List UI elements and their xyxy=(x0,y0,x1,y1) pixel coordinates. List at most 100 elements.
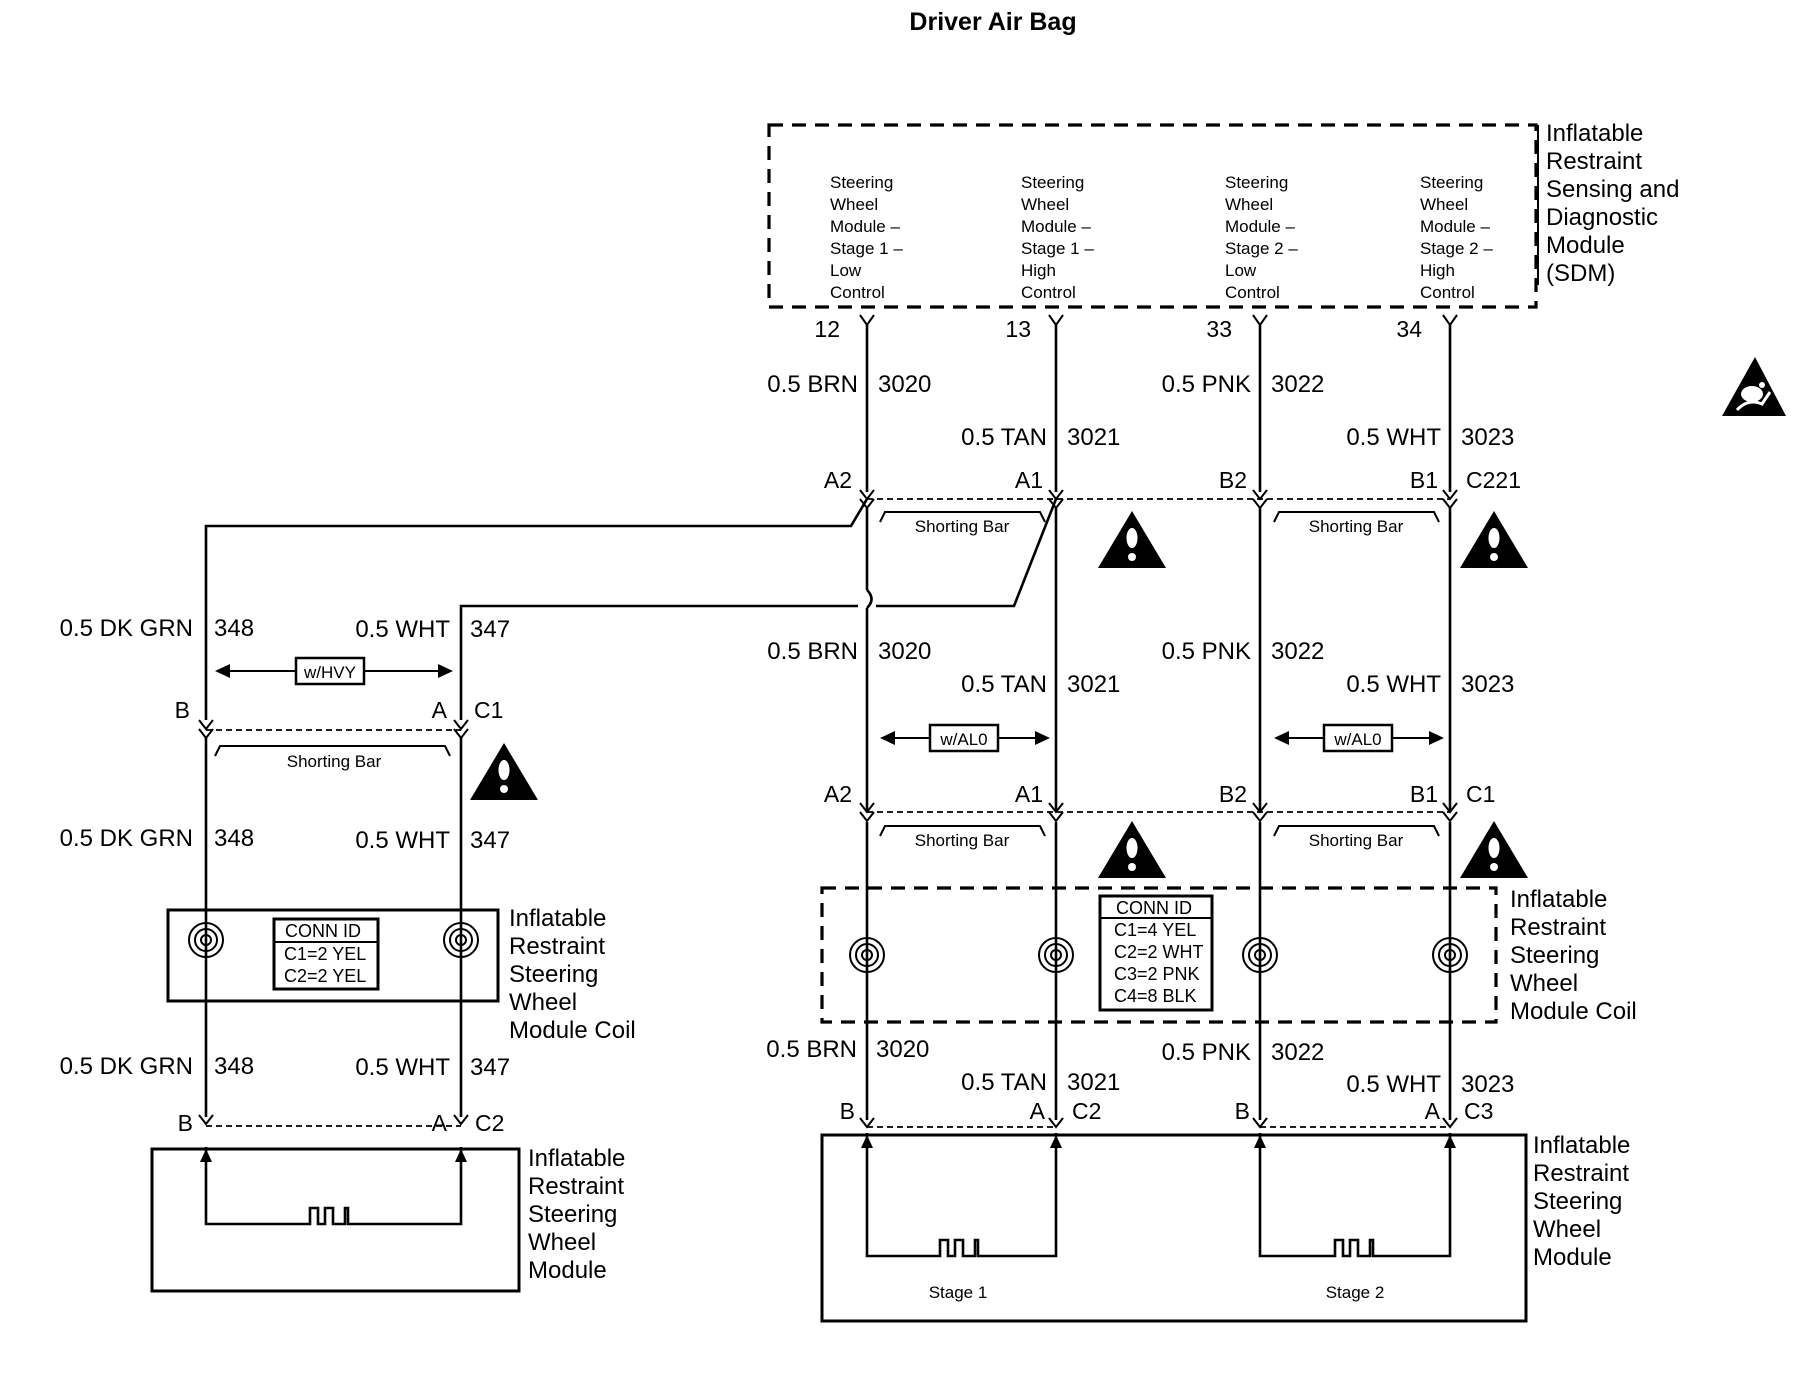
sdm-circuit-4: Steering Wheel Module – Stage 2 – High C… xyxy=(1420,173,1493,302)
left-c2-pin-a: A xyxy=(432,1110,448,1136)
wire-number-label: 347 xyxy=(470,1054,510,1081)
svg-text:Wheel: Wheel xyxy=(830,195,878,214)
svg-text:C4=8 BLK: C4=8 BLK xyxy=(1114,986,1197,1006)
wire-color-label: 0.5 WHT xyxy=(1346,424,1441,451)
caution-triangle-icon xyxy=(1460,511,1528,568)
svg-text:C2=2 WHT: C2=2 WHT xyxy=(1114,942,1204,962)
wire-color-label: 0.5 BRN xyxy=(767,638,858,665)
svg-text:Module –: Module – xyxy=(1225,217,1295,236)
svg-text:CONN ID: CONN ID xyxy=(1116,898,1192,918)
svg-text:Stage 1: Stage 1 xyxy=(929,1283,988,1302)
svg-text:Stage 1 –: Stage 1 – xyxy=(830,239,903,258)
svg-text:Stage 2 –: Stage 2 – xyxy=(1420,239,1493,258)
wire-number-label: 3022 xyxy=(1271,371,1324,398)
option-al0-stage1: w/AL0 xyxy=(880,723,1050,753)
svg-text:Wheel: Wheel xyxy=(1225,195,1273,214)
left-c1-pin-b: B xyxy=(175,697,190,723)
svg-text:CONN ID: CONN ID xyxy=(285,921,361,941)
stage-1-deployment-loop: Stage 1 xyxy=(861,1133,1062,1302)
svg-text:Module –: Module – xyxy=(1420,217,1490,236)
wire-color-label: 0.5 DK GRN xyxy=(60,615,193,642)
svg-text:Shorting Bar: Shorting Bar xyxy=(1309,831,1404,850)
right-coil-conn-id: CONN ID C1=4 YEL C2=2 WHT C3=2 PNK C4=8 … xyxy=(1098,894,1214,1012)
svg-text:Wheel: Wheel xyxy=(509,989,577,1016)
coil-clockspring-icon xyxy=(1242,937,1278,973)
wire-number-label: 348 xyxy=(214,825,254,852)
caution-triangle-icon xyxy=(470,743,538,800)
c221-connector-name: C221 xyxy=(1466,467,1521,493)
svg-text:Control: Control xyxy=(830,283,885,302)
right-coil-box xyxy=(820,886,1498,1024)
svg-text:Shorting Bar: Shorting Bar xyxy=(915,831,1010,850)
wire-347-route xyxy=(459,604,858,720)
diagram-title: Driver Air Bag xyxy=(909,8,1076,36)
wire-color-label: 0.5 DK GRN xyxy=(60,825,193,852)
left-coil-label: Inflatable Restraint Steering Wheel Modu… xyxy=(509,905,636,1044)
left-wires xyxy=(204,738,463,1117)
right-c1-pin-a2: A2 xyxy=(824,781,852,807)
wire-number-label: 348 xyxy=(214,1053,254,1080)
svg-text:Control: Control xyxy=(1021,283,1076,302)
svg-text:Inflatable: Inflatable xyxy=(1533,1132,1630,1159)
right-c1-pin-a1: A1 xyxy=(1015,781,1043,807)
wire-number-label: 3020 xyxy=(878,638,931,665)
left-c2-connector-name: C2 xyxy=(475,1110,504,1136)
coil-clockspring-icon xyxy=(188,922,224,958)
svg-text:Restraint: Restraint xyxy=(1546,148,1642,175)
svg-text:Inflatable: Inflatable xyxy=(1546,120,1643,147)
right-c3-chevrons xyxy=(859,1117,1458,1129)
svg-text:Diagnostic: Diagnostic xyxy=(1546,204,1658,231)
sdm-label: Inflatable Restraint Sensing and Diagnos… xyxy=(1546,120,1679,287)
c221-pin-a2: A2 xyxy=(824,467,852,493)
svg-text:Module: Module xyxy=(528,1257,607,1284)
coil-clockspring-icon xyxy=(1038,937,1074,973)
svg-text:Inflatable: Inflatable xyxy=(1510,886,1607,913)
svg-text:Steering: Steering xyxy=(1225,173,1288,192)
wire-number-label: 3021 xyxy=(1067,671,1120,698)
svg-text:Wheel: Wheel xyxy=(1021,195,1069,214)
wire-number-label: 3020 xyxy=(876,1036,929,1063)
svg-text:w/AL0: w/AL0 xyxy=(939,730,987,749)
wire-number-label: 3023 xyxy=(1461,424,1514,451)
svg-text:Low: Low xyxy=(1225,261,1257,280)
left-coil-box xyxy=(166,908,500,1003)
svg-text:High: High xyxy=(1021,261,1056,280)
svg-text:Restraint: Restraint xyxy=(509,933,605,960)
svg-text:Low: Low xyxy=(830,261,862,280)
svg-text:Restraint: Restraint xyxy=(1510,914,1606,941)
left-module-box xyxy=(150,1147,521,1293)
left-c2-pin-b: B xyxy=(178,1110,193,1136)
svg-text:Wheel: Wheel xyxy=(1533,1216,1601,1243)
shorting-bar-left: Shorting Bar xyxy=(214,745,451,771)
right-c2-pin-b: B xyxy=(840,1098,855,1124)
wire-color-label: 0.5 TAN xyxy=(961,424,1047,451)
svg-text:Restraint: Restraint xyxy=(528,1173,624,1200)
svg-text:Steering: Steering xyxy=(1021,173,1084,192)
shorting-bar-c1-stage2: Shorting Bar xyxy=(1273,825,1440,850)
svg-text:Inflatable: Inflatable xyxy=(528,1145,625,1172)
svg-text:C1=2 YEL: C1=2 YEL xyxy=(284,944,366,964)
left-module-label: Inflatable Restraint Steering Wheel Modu… xyxy=(528,1145,625,1284)
wire-color-label: 0.5 TAN xyxy=(961,1069,1047,1096)
svg-text:Steering: Steering xyxy=(830,173,893,192)
wire-color-label: 0.5 WHT xyxy=(355,1054,450,1081)
svg-text:Module Coil: Module Coil xyxy=(509,1017,636,1044)
wire-number-label: 3022 xyxy=(1271,1039,1324,1066)
right-wires xyxy=(865,325,1452,1120)
wire-number-label: 3021 xyxy=(1067,1069,1120,1096)
wire-number-label: 3022 xyxy=(1271,638,1324,665)
right-c2-pin-a: A xyxy=(1030,1098,1046,1124)
svg-text:Module –: Module – xyxy=(1021,217,1091,236)
right-c3-pin-b: B xyxy=(1235,1098,1250,1124)
wire-crossover-hop xyxy=(866,589,873,609)
left-module-deployment-loop xyxy=(200,1147,467,1226)
svg-text:Control: Control xyxy=(1225,283,1280,302)
svg-text:C2=2 YEL: C2=2 YEL xyxy=(284,966,366,986)
svg-text:Stage 1 –: Stage 1 – xyxy=(1021,239,1094,258)
svg-text:Restraint: Restraint xyxy=(1533,1160,1629,1187)
wire-color-label: 0.5 WHT xyxy=(1346,1071,1441,1098)
wire-number-label: 348 xyxy=(214,615,254,642)
svg-text:C3=2 PNK: C3=2 PNK xyxy=(1114,964,1200,984)
wire-color-label: 0.5 PNK xyxy=(1162,371,1251,398)
shorting-bar-c1-stage1: Shorting Bar xyxy=(879,825,1046,850)
